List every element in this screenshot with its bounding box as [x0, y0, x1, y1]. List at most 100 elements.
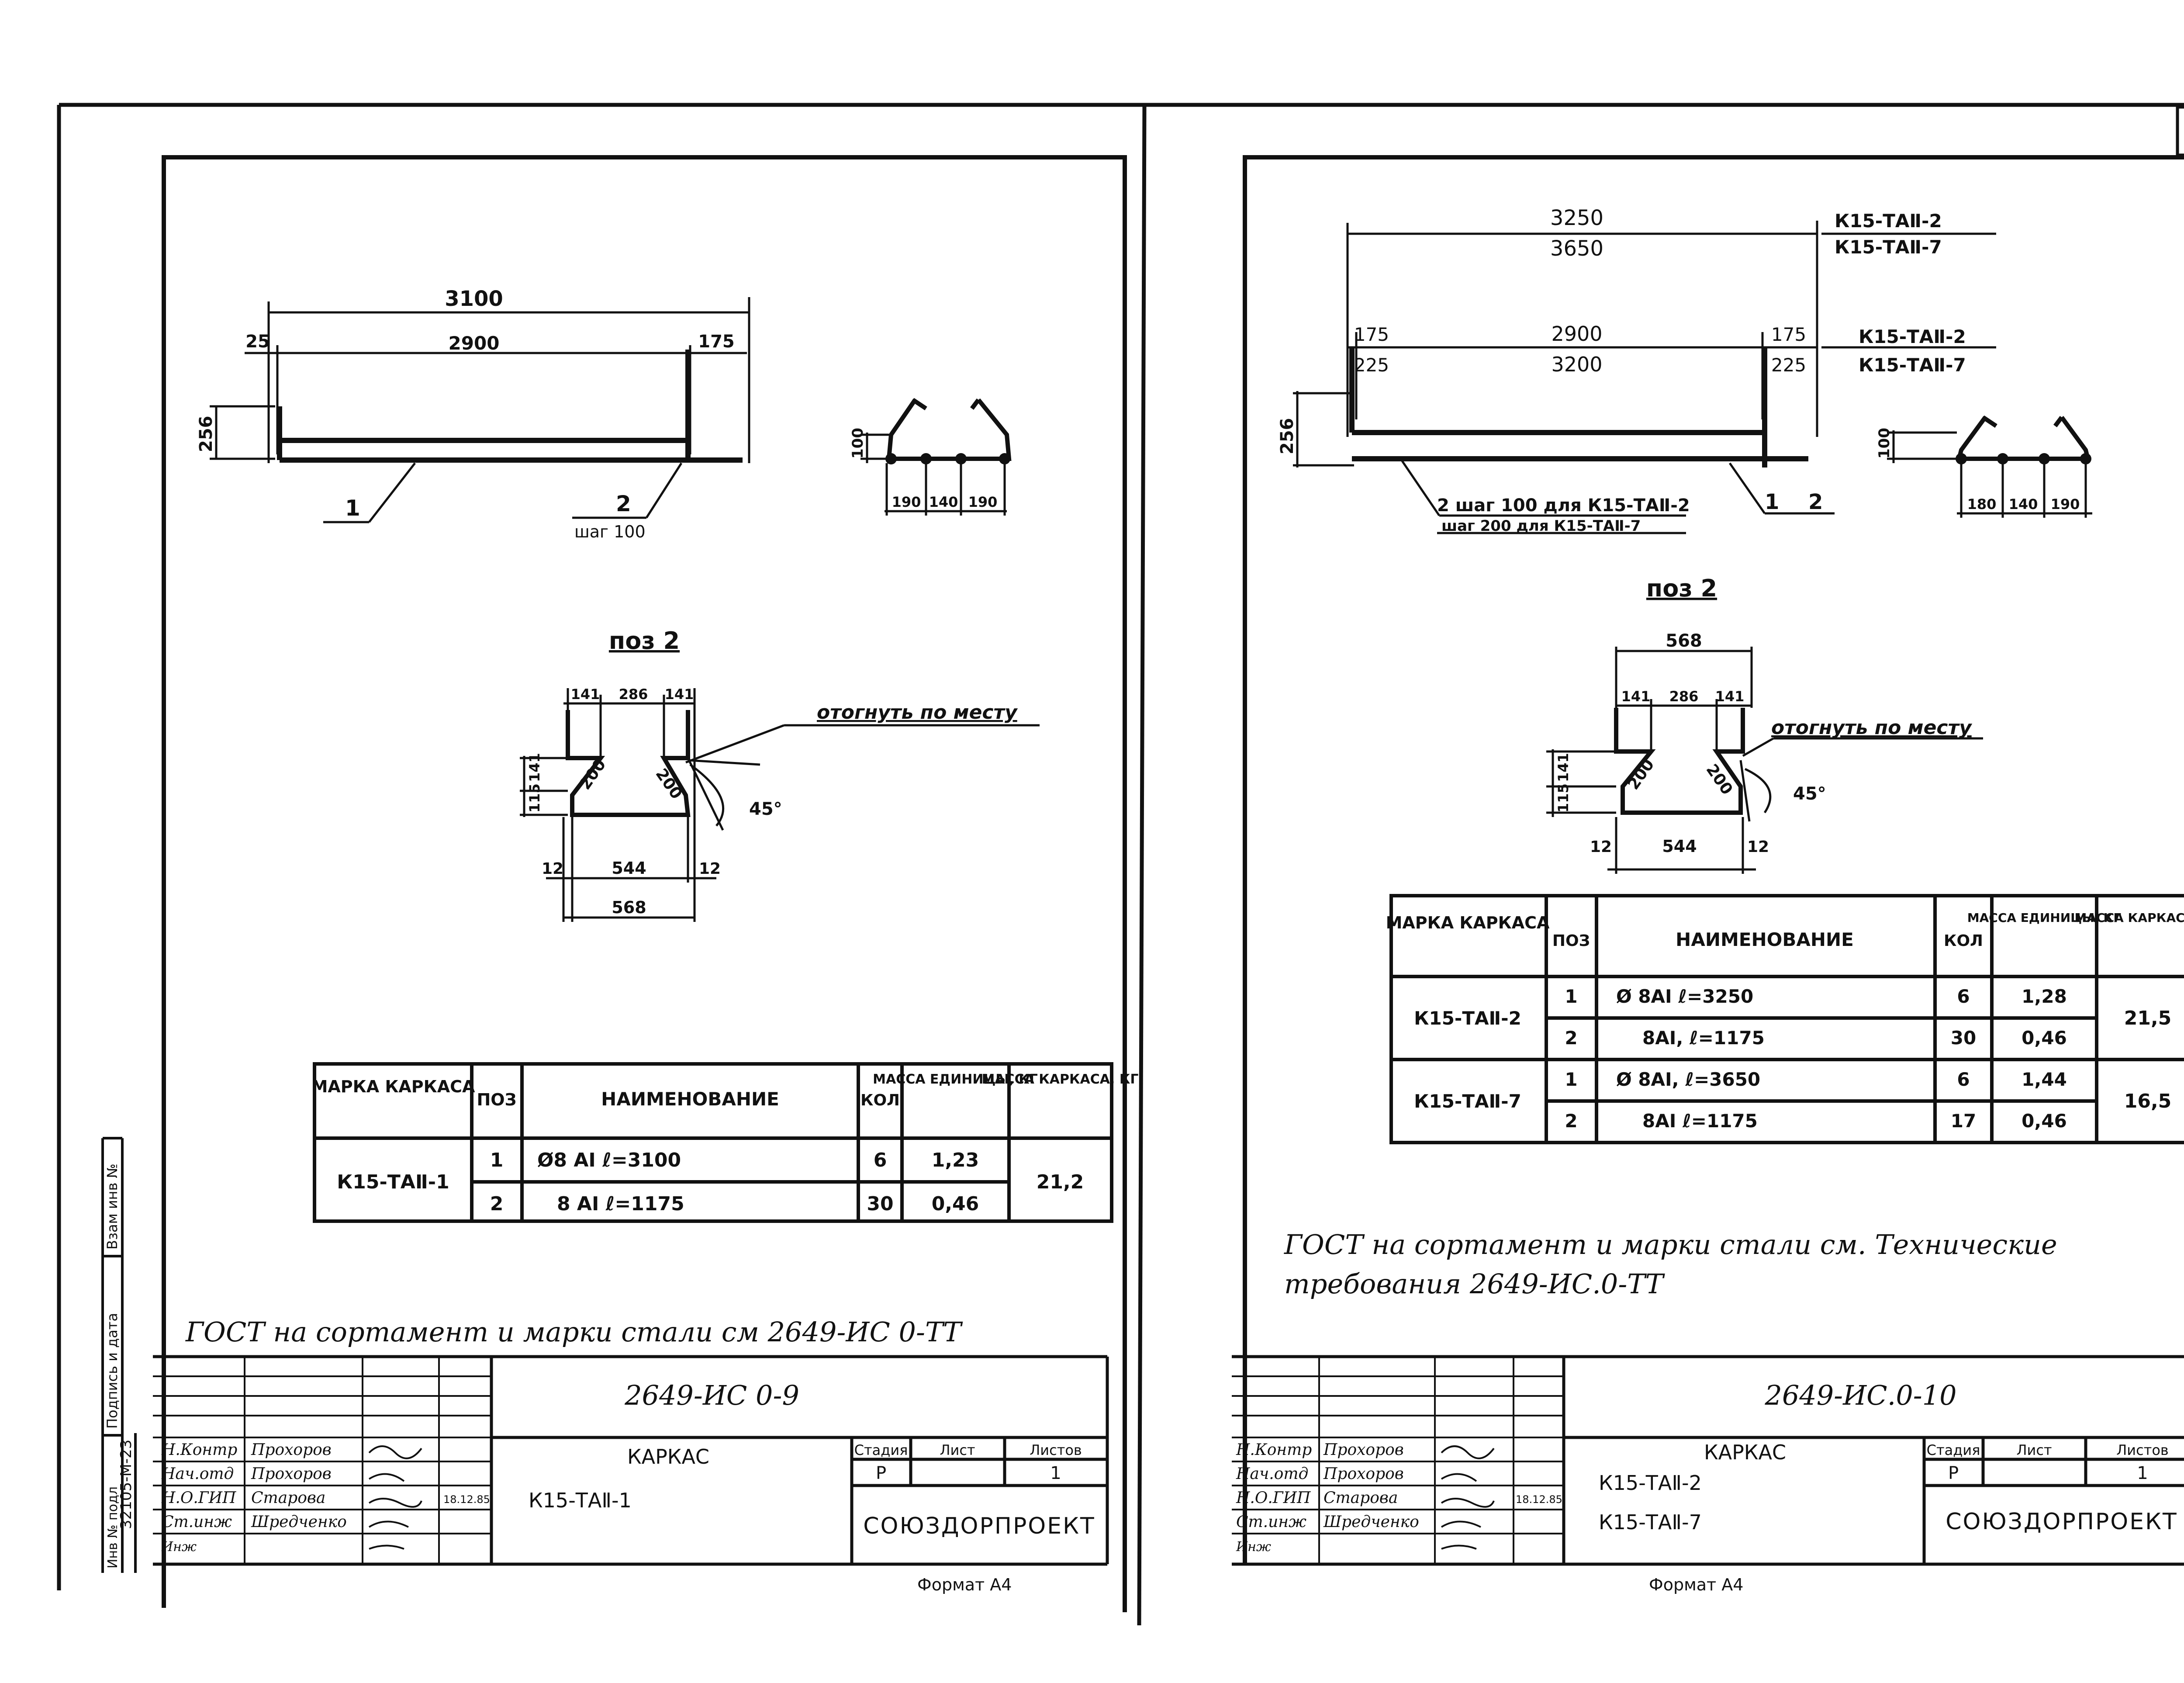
- left-stamp-names-3-label: Шредченко: [251, 1513, 347, 1531]
- left-margin-inv-label: Инв № подл: [105, 1486, 121, 1569]
- left-section-d2-label: 140: [929, 494, 958, 510]
- page-number-box: 23: [2176, 105, 2184, 157]
- right-stamp-title_1-label: КАРКАС: [1704, 1441, 1786, 1464]
- left-detail-leg1-label: 200: [576, 756, 610, 793]
- right-table-groups-1-mark-label: К15-ТАⅡ-7: [1414, 1091, 1521, 1112]
- left-table-groups-0-total-label: 21,2: [1037, 1171, 1084, 1193]
- right-table-groups-0-rows-0-name-label: Ø 8АI ℓ=3250: [1616, 986, 1753, 1007]
- left-table-groups-0-rows-1-mass-label: 0,46: [932, 1193, 979, 1215]
- left-table-headers-4-label: МАССА ЕДИНИЦЫ, КГ: [873, 1072, 1038, 1087]
- left-table-headers-5-label: МАССА КАРКАСА, КГ: [982, 1072, 1139, 1087]
- right-detail-angle-label: 45°: [1793, 784, 1826, 804]
- right-detail-bend_note-label: отогнуть по месту: [1771, 717, 1973, 739]
- left-detail-bottom_gap2-label: 12: [699, 860, 721, 878]
- right-dims-overall_a-label: 3250: [1550, 206, 1603, 230]
- left-binding-margin: Взам инв № Подпись и дата Инв № подл 321…: [101, 1137, 137, 1573]
- left-detail-angle-label: 45°: [749, 799, 782, 819]
- right-detail-pos2: поз 2 568: [1546, 575, 1983, 874]
- right-detail-top2-label: 286: [1669, 688, 1699, 705]
- dim-height: 256: [196, 416, 216, 453]
- left-stamp-roles-4-label: Инж: [161, 1539, 197, 1555]
- right-dims-leader_2-label: 2: [1808, 490, 1823, 514]
- left-detail-overall-label: 568: [612, 898, 646, 917]
- right-sheet-frame: [1243, 155, 2184, 1564]
- right-stamp-roles-0-label: Н.Контр: [1236, 1441, 1312, 1459]
- right-detail-leg2-label: 200: [1703, 761, 1736, 798]
- right-stamp-roles-4-label: Инж: [1236, 1539, 1271, 1555]
- right-dims-end2_a-label: 175: [1771, 324, 1806, 345]
- right-section-d1-label: 180: [1967, 496, 1997, 513]
- right-table-groups-0-rows-0-qty-label: 6: [1957, 986, 1970, 1007]
- left-title-block: 2649-ИС 0-9 Н.Контр Нач.отд Н.О.ГИП Ст.и…: [153, 1355, 1109, 1594]
- left-detail-side1-label: 115: [526, 783, 543, 813]
- left-detail-bottom_mid-label: 544: [612, 859, 646, 878]
- right-stamp-roles-2-label: Н.О.ГИП: [1236, 1489, 1311, 1507]
- left-stamp-sheet_h-label: Лист: [940, 1442, 975, 1458]
- step-note: шаг 100: [574, 522, 646, 541]
- signatures: [368, 1445, 422, 1550]
- right-stamp-names-0-label: Прохоров: [1323, 1441, 1404, 1459]
- right-sheet: 3250 3650 К15-ТАⅡ-2 К15-ТАⅡ-7 175 225 29…: [1232, 155, 2184, 1594]
- left-stamp-roles-3-label: Ст.инж: [162, 1513, 232, 1531]
- right-detail-bottom_gap1-label: 12: [1590, 838, 1612, 856]
- right-dims-overall_b-label: 3650: [1550, 236, 1603, 261]
- right-stamp-names-3-label: Шредченко: [1323, 1513, 1419, 1531]
- right-detail-top3-label: 141: [1715, 688, 1745, 705]
- dim-overall: 3100: [445, 287, 503, 311]
- left-detail-side2-label: 141: [526, 753, 543, 782]
- right-table-groups-0-mark-label: К15-ТАⅡ-2: [1414, 1008, 1521, 1029]
- left-stamp-sheets_h-label: Листов: [1030, 1442, 1082, 1458]
- doc-code: 2649-ИС 0-9: [624, 1379, 799, 1411]
- right-spec-table: МАРКА КАРКАСА ПОЗ НАИМЕНОВАНИЕ КОЛ МАССА…: [1386, 894, 2184, 1144]
- leader-pos-2: 2: [616, 491, 631, 516]
- left-table-groups-0-rows-1-pos-label: 2: [490, 1193, 504, 1215]
- dim-left-end: 25: [245, 332, 270, 352]
- right-table-groups-1-rows-0-qty-label: 6: [1957, 1069, 1970, 1090]
- right-assembly-drawing: 3250 3650 К15-ТАⅡ-2 К15-ТАⅡ-7 175 225 29…: [1277, 206, 1996, 535]
- right-detail-side1-label: 115: [1555, 783, 1572, 813]
- outer-frame: [57, 103, 2184, 1626]
- left-detail-top3-label: 141: [665, 686, 694, 703]
- right-section-d2-label: 140: [2009, 496, 2038, 513]
- right-table-groups-0-rows-1-mass-label: 0,46: [2022, 1027, 2067, 1049]
- dim-right-end: 175: [698, 332, 735, 352]
- format-label: Формат А4: [917, 1575, 1012, 1594]
- left-stamp-roles-0-label: Н.Контр: [161, 1441, 237, 1459]
- right-dims-end2_b-label: 225: [1771, 354, 1806, 376]
- left-table-groups-0-mark-label: К15-ТАⅡ-1: [337, 1171, 449, 1193]
- left-table-headers-0-label: МАРКА КАРКАСА: [311, 1077, 475, 1096]
- right-table-groups-0-rows-1-name-label: 8АI, ℓ=1175: [1642, 1027, 1765, 1049]
- left-section-d1-label: 190: [892, 494, 921, 510]
- right-stamp-title_2-label: К15-ТАⅡ-2: [1599, 1471, 1702, 1495]
- right-dims-end_b-label: 225: [1354, 354, 1389, 376]
- right-dims-step_a-label: 2 шаг 100 для К15-ТАⅡ-2: [1437, 495, 1690, 516]
- left-table-groups-0-rows-0-pos-label: 1: [490, 1149, 504, 1171]
- dim-middle: 2900: [449, 332, 500, 354]
- left-table-groups-0-rows-0-qty-label: 6: [874, 1149, 887, 1171]
- right-stamp-format-label: Формат А4: [1649, 1575, 1743, 1594]
- right-dims-middle_a-label: 2900: [1551, 322, 1602, 346]
- right-table-headers-2-label: НАИМЕНОВАНИЕ: [1676, 929, 1854, 950]
- right-stamp-title_3-label: К15-ТАⅡ-7: [1599, 1510, 1702, 1534]
- left-section-height-label: 100: [849, 428, 867, 459]
- right-table-groups-0-rows-0-pos-label: 1: [1565, 986, 1577, 1007]
- left-stamp-sheets-label: 1: [1050, 1463, 1061, 1483]
- right-dims-mark_b-label: К15-ТАⅡ-7: [1835, 236, 1942, 258]
- left-table-headers-3-label: КОЛ: [860, 1091, 900, 1109]
- left-stamp-roles-2-label: Н.О.ГИП: [161, 1489, 236, 1507]
- left-margin-sign-label: Подпись и дата: [104, 1313, 121, 1429]
- left-margin-swap-label: Взам инв №: [104, 1164, 121, 1250]
- right-table-headers-4-label: МАССА ЕДИНИЦЫ, КГ: [1967, 911, 2122, 925]
- left-sheet: 3100 25 2900 175 256 1 2 шаг 100: [101, 155, 1139, 1612]
- right-dims-step_b-label: шаг 200 для К15-ТАⅡ-7: [1441, 517, 1641, 535]
- right-table-groups-1-rows-0-name-label: Ø 8АI, ℓ=3650: [1616, 1069, 1760, 1090]
- bend-note: отогнуть по месту: [817, 701, 1018, 724]
- right-dims-end_a-label: 175: [1354, 324, 1389, 345]
- right-stamp-roles-3-label: Ст.инж: [1236, 1513, 1306, 1531]
- left-stamp-stage_h-label: Стадия: [854, 1442, 908, 1458]
- left-stamp-date-label: 18.12.85: [443, 1493, 490, 1506]
- left-section-d3-label: 190: [968, 494, 998, 510]
- left-stamp-stage-label: Р: [876, 1463, 886, 1483]
- title-kind: КАРКАС: [627, 1445, 709, 1468]
- right-table-headers-1-label: ПОЗ: [1552, 932, 1590, 950]
